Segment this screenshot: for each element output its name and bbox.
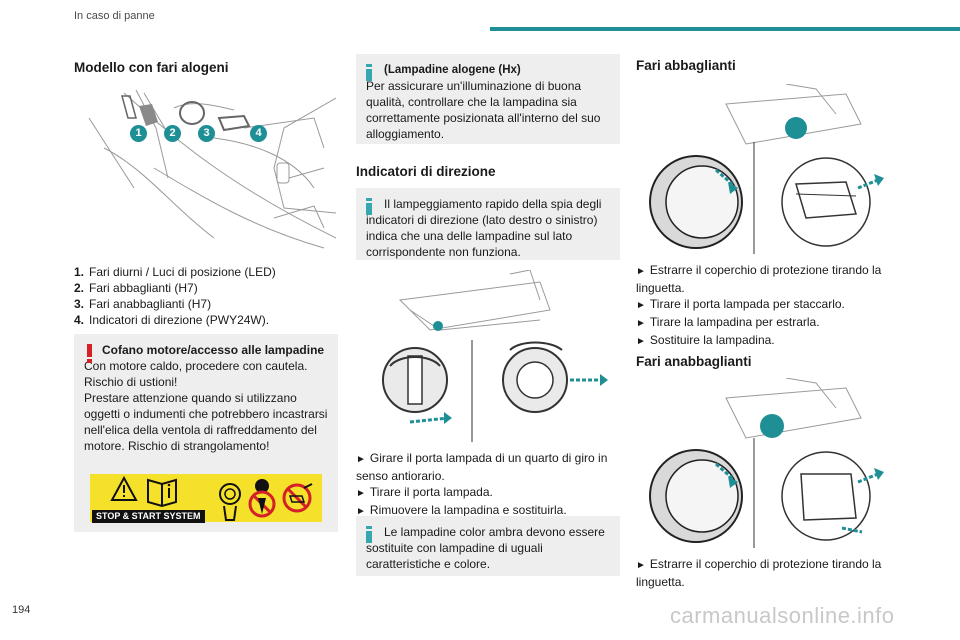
info-box-halogen: (Lampadine alogene (Hx) Per assicurare u… xyxy=(356,54,620,144)
low-beam-illustration xyxy=(649,377,884,548)
info-icon xyxy=(366,198,372,215)
step-item: ►Estrarre il coperchio di protezione tir… xyxy=(636,263,882,295)
step-item: ►Girare il porta lampada di un quarto di… xyxy=(356,451,608,483)
sticker-label: STOP & START SYSTEM xyxy=(92,510,205,523)
header-accent-bar xyxy=(490,27,960,31)
step-item: ►Tirare il porta lampada per staccarlo. xyxy=(636,297,845,311)
warning-title: Cofano motore/accesso alle lampadine xyxy=(102,343,325,357)
list-item: 4.Indicatori di direzione (PWY24W). xyxy=(74,313,270,327)
callout-4: 4 xyxy=(250,125,267,142)
watermark: carmanualsonline.info xyxy=(670,603,895,628)
info-box-amber: Le lampadine color ambra devono essere s… xyxy=(356,516,620,576)
warning-exclamation-icon xyxy=(86,344,94,364)
heading-turn-indicators: Indicatori di direzione xyxy=(356,164,496,179)
turn-indicator-illustration xyxy=(382,269,608,442)
info-text: Il lampeggiamento rapido della spia degl… xyxy=(366,197,602,259)
heading-low-beam: Fari anabbaglianti xyxy=(636,354,752,369)
bulb-list: 1.Fari diurni / Luci di posizione (LED) … xyxy=(74,264,340,328)
callout-1: 1 xyxy=(130,125,147,142)
step-item: ►Tirare il porta lampada. xyxy=(356,485,493,499)
info-title: (Lampadine alogene (Hx) xyxy=(384,64,521,76)
info-icon xyxy=(366,64,372,81)
high-beam-illustration xyxy=(649,83,884,254)
step-item: ►Tirare la lampadina per estrarla. xyxy=(636,315,820,329)
header-section-label: In caso di panne xyxy=(74,10,155,22)
low-beam-steps: ►Estrarre il coperchio di protezione tir… xyxy=(636,556,896,590)
warning-box: Cofano motore/accesso alle lampadine Con… xyxy=(74,334,338,532)
warning-text: Con motore caldo, procedere con cautela.… xyxy=(84,359,328,453)
list-item: 2.Fari abbaglianti (H7) xyxy=(74,281,198,295)
step-item: ►Sostituire la lampadina. xyxy=(636,333,775,347)
stop-start-sticker: STOP & START SYSTEM xyxy=(90,474,322,523)
info-text-first: Per assicurare un'illuminazione di buona… xyxy=(366,79,601,141)
low-beam-figure xyxy=(646,377,896,548)
step-item: ►Estrarre il coperchio di protezione tir… xyxy=(636,557,882,589)
step-item: ►Rimuovere la lampadina e sostituirla. xyxy=(356,503,567,517)
info-box-flashing: Il lampeggiamento rapido della spia degl… xyxy=(356,188,620,260)
page-number: 194 xyxy=(12,604,31,616)
list-item: 3.Fari anabbaglianti (H7) xyxy=(74,297,212,311)
high-beam-figure xyxy=(646,83,896,254)
callout-3: 3 xyxy=(198,125,215,142)
list-item: 1.Fari diurni / Luci di posizione (LED) xyxy=(74,265,276,279)
heading-high-beam: Fari abbaglianti xyxy=(636,58,736,73)
info-icon xyxy=(366,526,372,543)
callout-2: 2 xyxy=(164,125,181,142)
headlight-figure: 1 2 3 4 xyxy=(84,88,337,256)
sticker-symbols xyxy=(110,475,313,521)
headlight-illustration xyxy=(88,89,337,249)
heading-halogen-model: Modello con fari alogeni xyxy=(74,60,229,75)
high-beam-steps: ►Estrarre il coperchio di protezione tir… xyxy=(636,262,896,350)
turn-indicator-figure xyxy=(370,269,620,442)
info-text: Le lampadine color ambra devono essere s… xyxy=(366,525,605,571)
turn-indicator-steps: ►Girare il porta lampada di un quarto di… xyxy=(356,450,620,520)
